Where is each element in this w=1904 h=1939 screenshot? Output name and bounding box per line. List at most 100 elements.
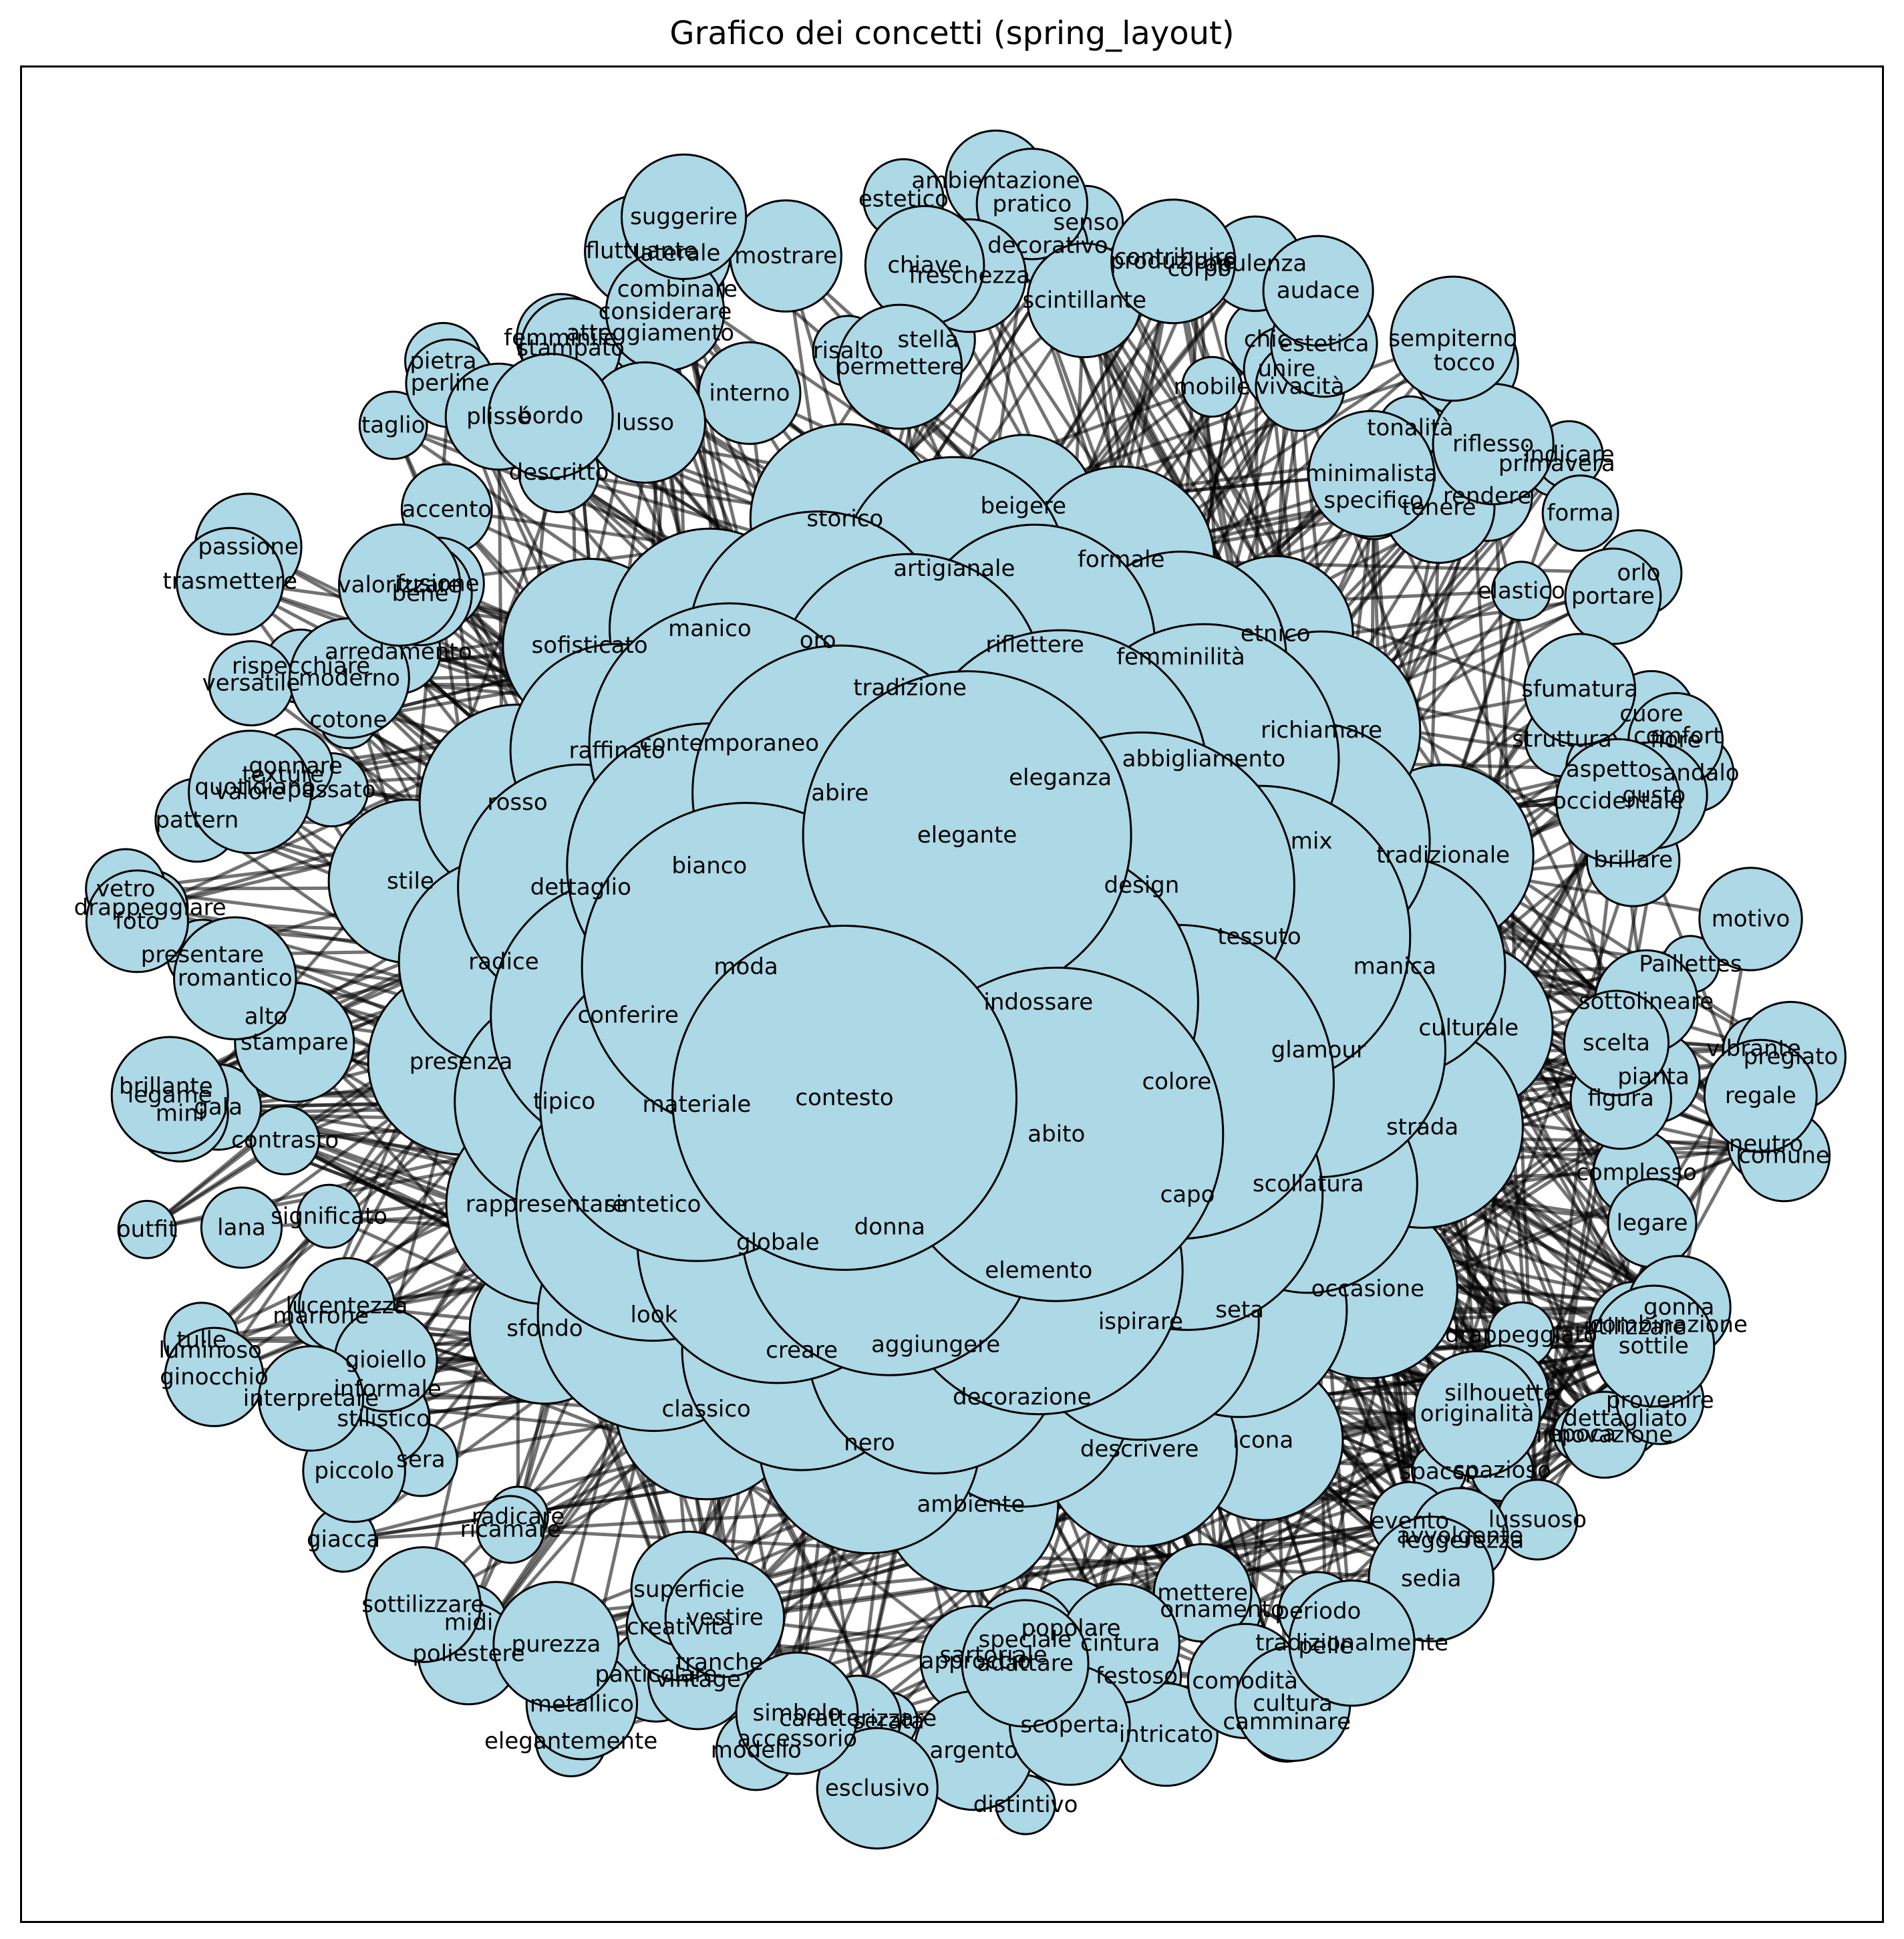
node-label: audace (1277, 277, 1360, 304)
node-label: sfumatura (1521, 676, 1638, 703)
node-label: romantico (178, 965, 293, 992)
node-label: abbigliamento (1122, 746, 1285, 772)
node-valore (188, 730, 313, 855)
node-label: primavera (1498, 450, 1615, 477)
node-label: simbolo (753, 1700, 842, 1727)
node-label: innovazione (1536, 1421, 1673, 1448)
node-label: fusione (397, 571, 480, 597)
node-label: interpretare (243, 1385, 379, 1412)
node-label: storico (806, 505, 883, 532)
node-label: cotone (309, 706, 387, 733)
node-label: mobile (1174, 374, 1251, 400)
node-label: elegantemente (484, 1728, 657, 1755)
node-label: design (1104, 872, 1180, 899)
node-label: senso (1054, 209, 1120, 236)
node-label: dettagliato (1563, 1405, 1687, 1432)
node-label: rosso (487, 789, 547, 816)
node-label: serata (852, 1708, 925, 1735)
node-label: passione (198, 533, 299, 560)
node-trasmettere (176, 527, 285, 636)
node-suggerire (621, 153, 748, 280)
node-label: distintivo (973, 1791, 1078, 1818)
node-label: seta (1215, 1297, 1264, 1324)
node-label: eleganza (1009, 764, 1112, 791)
node-bordo (487, 353, 614, 479)
node-label: caratterizzare (779, 1705, 937, 1732)
node-label: contribuire (1114, 244, 1238, 271)
node-label: corpo (1167, 255, 1231, 282)
node-label: capo (1160, 1181, 1215, 1208)
node-label: sintetico (604, 1191, 701, 1218)
node-lana (200, 1186, 283, 1269)
node-label: Paillettes (1639, 951, 1742, 978)
node-sfumatura (1523, 633, 1637, 746)
node-label: femminile (504, 325, 617, 351)
node-label: sottolineare (1579, 988, 1714, 1015)
node-label: gioiello (345, 1347, 427, 1374)
node-label: ricamare (460, 1516, 561, 1543)
node-label: atteggiamento (567, 320, 735, 347)
node-label: epoca (1547, 1421, 1616, 1447)
node-label: trasmettere (162, 568, 297, 595)
node-label: raffinato (569, 737, 665, 764)
node-label: permettere (836, 353, 964, 380)
node-label: risalto (813, 337, 884, 364)
node-simbolo (735, 1651, 859, 1775)
node-label: avvolgente (1396, 1523, 1523, 1549)
node-label: indossare (983, 989, 1093, 1016)
node-label: tonalità (1367, 415, 1454, 442)
node-label: lucentezza (286, 1292, 408, 1319)
chart-title: Grafico dei concetti (spring_layout) (669, 15, 1235, 52)
node-label: specifico (1323, 487, 1423, 514)
node-label: combinare (617, 276, 738, 303)
node-label: rendere (1443, 482, 1531, 509)
node-label: intricato (1119, 1721, 1213, 1748)
node-label: significato (271, 1203, 387, 1229)
node-label: bene (392, 580, 449, 607)
node-label: brillare (1593, 847, 1673, 873)
node-label: moderno (299, 665, 400, 692)
node-label: vetro (96, 875, 155, 902)
node-significato (297, 1183, 362, 1249)
node-label: marrone (273, 1302, 369, 1329)
node-label: occasione (1311, 1276, 1424, 1302)
node-label: pregiato (1744, 1043, 1839, 1070)
node-label: glamour (1271, 1037, 1366, 1064)
node-sempiterno (1390, 275, 1517, 402)
node-label: sera (396, 1447, 445, 1473)
graph-edge (468, 1519, 1410, 1656)
node-label: legame (128, 1082, 212, 1108)
node-ricamare (476, 1495, 545, 1564)
node-label: produzione (1110, 248, 1237, 275)
node-label: accento (402, 496, 492, 523)
node-minimalista (1307, 410, 1436, 538)
node-label: metallico (530, 1690, 634, 1717)
node-sottile (1592, 1284, 1716, 1408)
node-label: legare (1617, 1210, 1688, 1237)
node-label: camminare (1223, 1708, 1351, 1735)
node-label: speciale (979, 1626, 1072, 1653)
node-label: contemporaneo (639, 730, 819, 757)
node-label: elastico (1478, 577, 1565, 604)
node-label: vibrante (1706, 1035, 1801, 1062)
node-label: fiore (1650, 727, 1701, 754)
node-label: lana (217, 1214, 266, 1241)
node-label: elemento (985, 1257, 1092, 1284)
plot-frame (20, 65, 1884, 1923)
node-purezza (492, 1581, 620, 1708)
node-label: laterale (634, 240, 721, 267)
node-label: passato (287, 776, 376, 803)
node-label: indicare (1524, 442, 1615, 468)
node-label: beigere (980, 493, 1066, 520)
node-label: midi (444, 1609, 494, 1636)
node-label: combinazione (1589, 1311, 1748, 1338)
node-label: drappeggiato (1445, 1322, 1597, 1348)
node-label: ambientazione (911, 167, 1080, 194)
node-label: formale (1078, 547, 1164, 573)
node-label: tulle (176, 1326, 226, 1353)
node-label: accessorio (737, 1726, 857, 1753)
node-label: mettere (1157, 1580, 1248, 1606)
node-label: sandalo (1651, 760, 1740, 786)
node-label: estetica (1279, 331, 1369, 357)
